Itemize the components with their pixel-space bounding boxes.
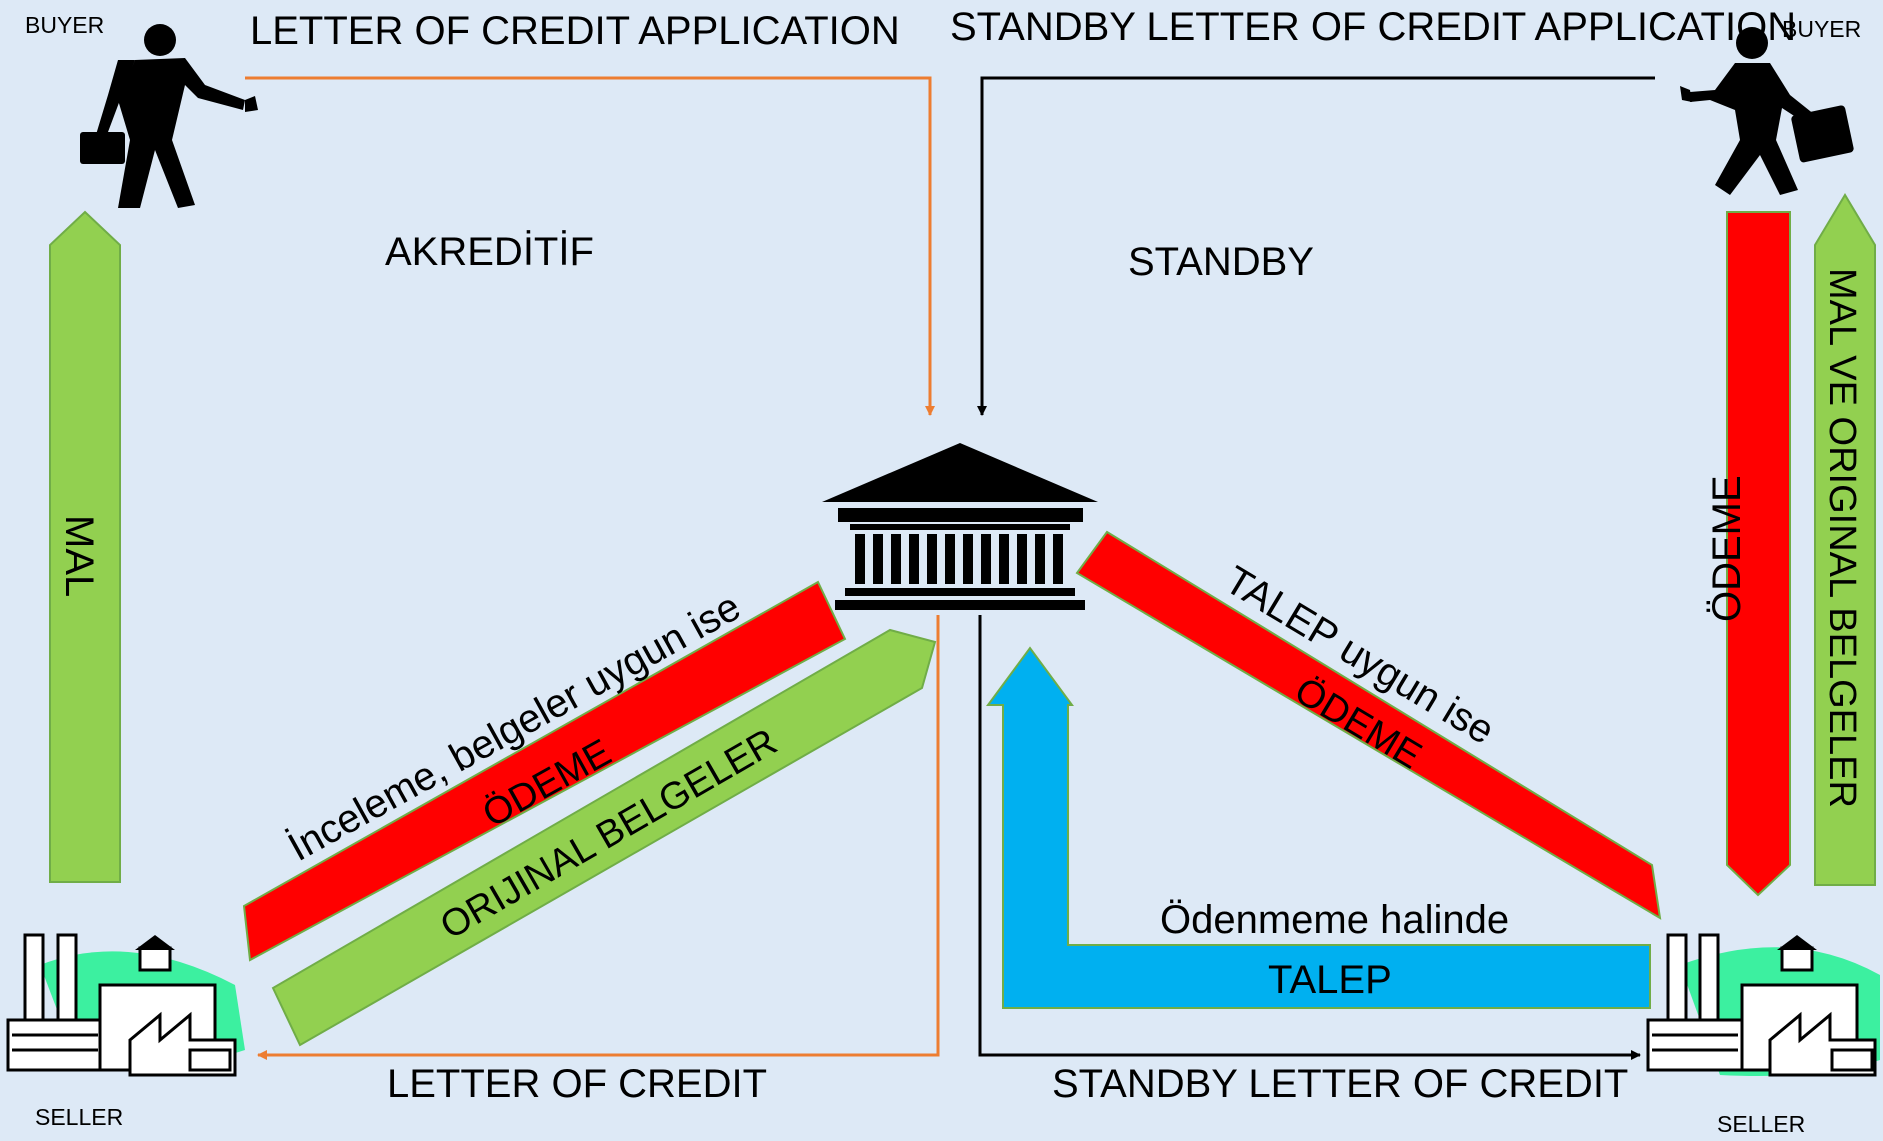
standby-heading: STANDBY bbox=[1128, 240, 1314, 284]
letter-of-credit-label: LETTER OF CREDIT bbox=[387, 1062, 767, 1106]
businessman-icon bbox=[1680, 27, 1854, 195]
mal-label: MAL bbox=[57, 515, 101, 597]
talep-arrow bbox=[986, 646, 1651, 1009]
talep-label: TALEP bbox=[1268, 958, 1392, 1002]
bank-icon bbox=[822, 443, 1098, 610]
buyer-left-label: BUYER bbox=[25, 12, 104, 38]
buyer-right-label: BUYER bbox=[1782, 16, 1861, 42]
odeme-down-arrow bbox=[1726, 211, 1791, 897]
lc-application-title: LETTER OF CREDIT APPLICATION bbox=[250, 9, 900, 53]
factory-icon bbox=[6, 933, 245, 1077]
akreditif-heading: AKREDİTİF bbox=[385, 229, 594, 274]
factory-icon bbox=[1646, 933, 1880, 1077]
mal-arrow bbox=[49, 210, 121, 883]
mal-ve-orijinal-label: MAL VE ORIGINAL BELGELER bbox=[1821, 268, 1863, 808]
letter-of-credit-line bbox=[257, 615, 940, 1060]
orijinal-belgeler-arrow bbox=[271, 628, 937, 1047]
standby-application-title: STANDBY LETTER OF CREDIT APPLICATION bbox=[950, 5, 1796, 49]
businessman-icon bbox=[80, 24, 258, 208]
mal-ve-orijinal-arrow bbox=[1814, 193, 1876, 886]
standby-letter-of-credit-label: STANDBY LETTER OF CREDIT bbox=[1052, 1062, 1628, 1106]
seller-right-label: SELLER bbox=[1717, 1111, 1805, 1137]
odeme-vertical-label: ÖDEME bbox=[1705, 475, 1749, 622]
odeme-diagonal-left-arrow bbox=[242, 580, 847, 962]
standby-application-line bbox=[977, 76, 1655, 416]
lc-application-line bbox=[245, 76, 935, 416]
standby-letter-of-credit-line bbox=[978, 615, 1641, 1060]
odenmeme-label: Ödenmeme halinde bbox=[1160, 898, 1509, 942]
odeme-diagonal-right-arrow bbox=[1075, 530, 1662, 920]
seller-left-label: SELLER bbox=[35, 1104, 123, 1130]
